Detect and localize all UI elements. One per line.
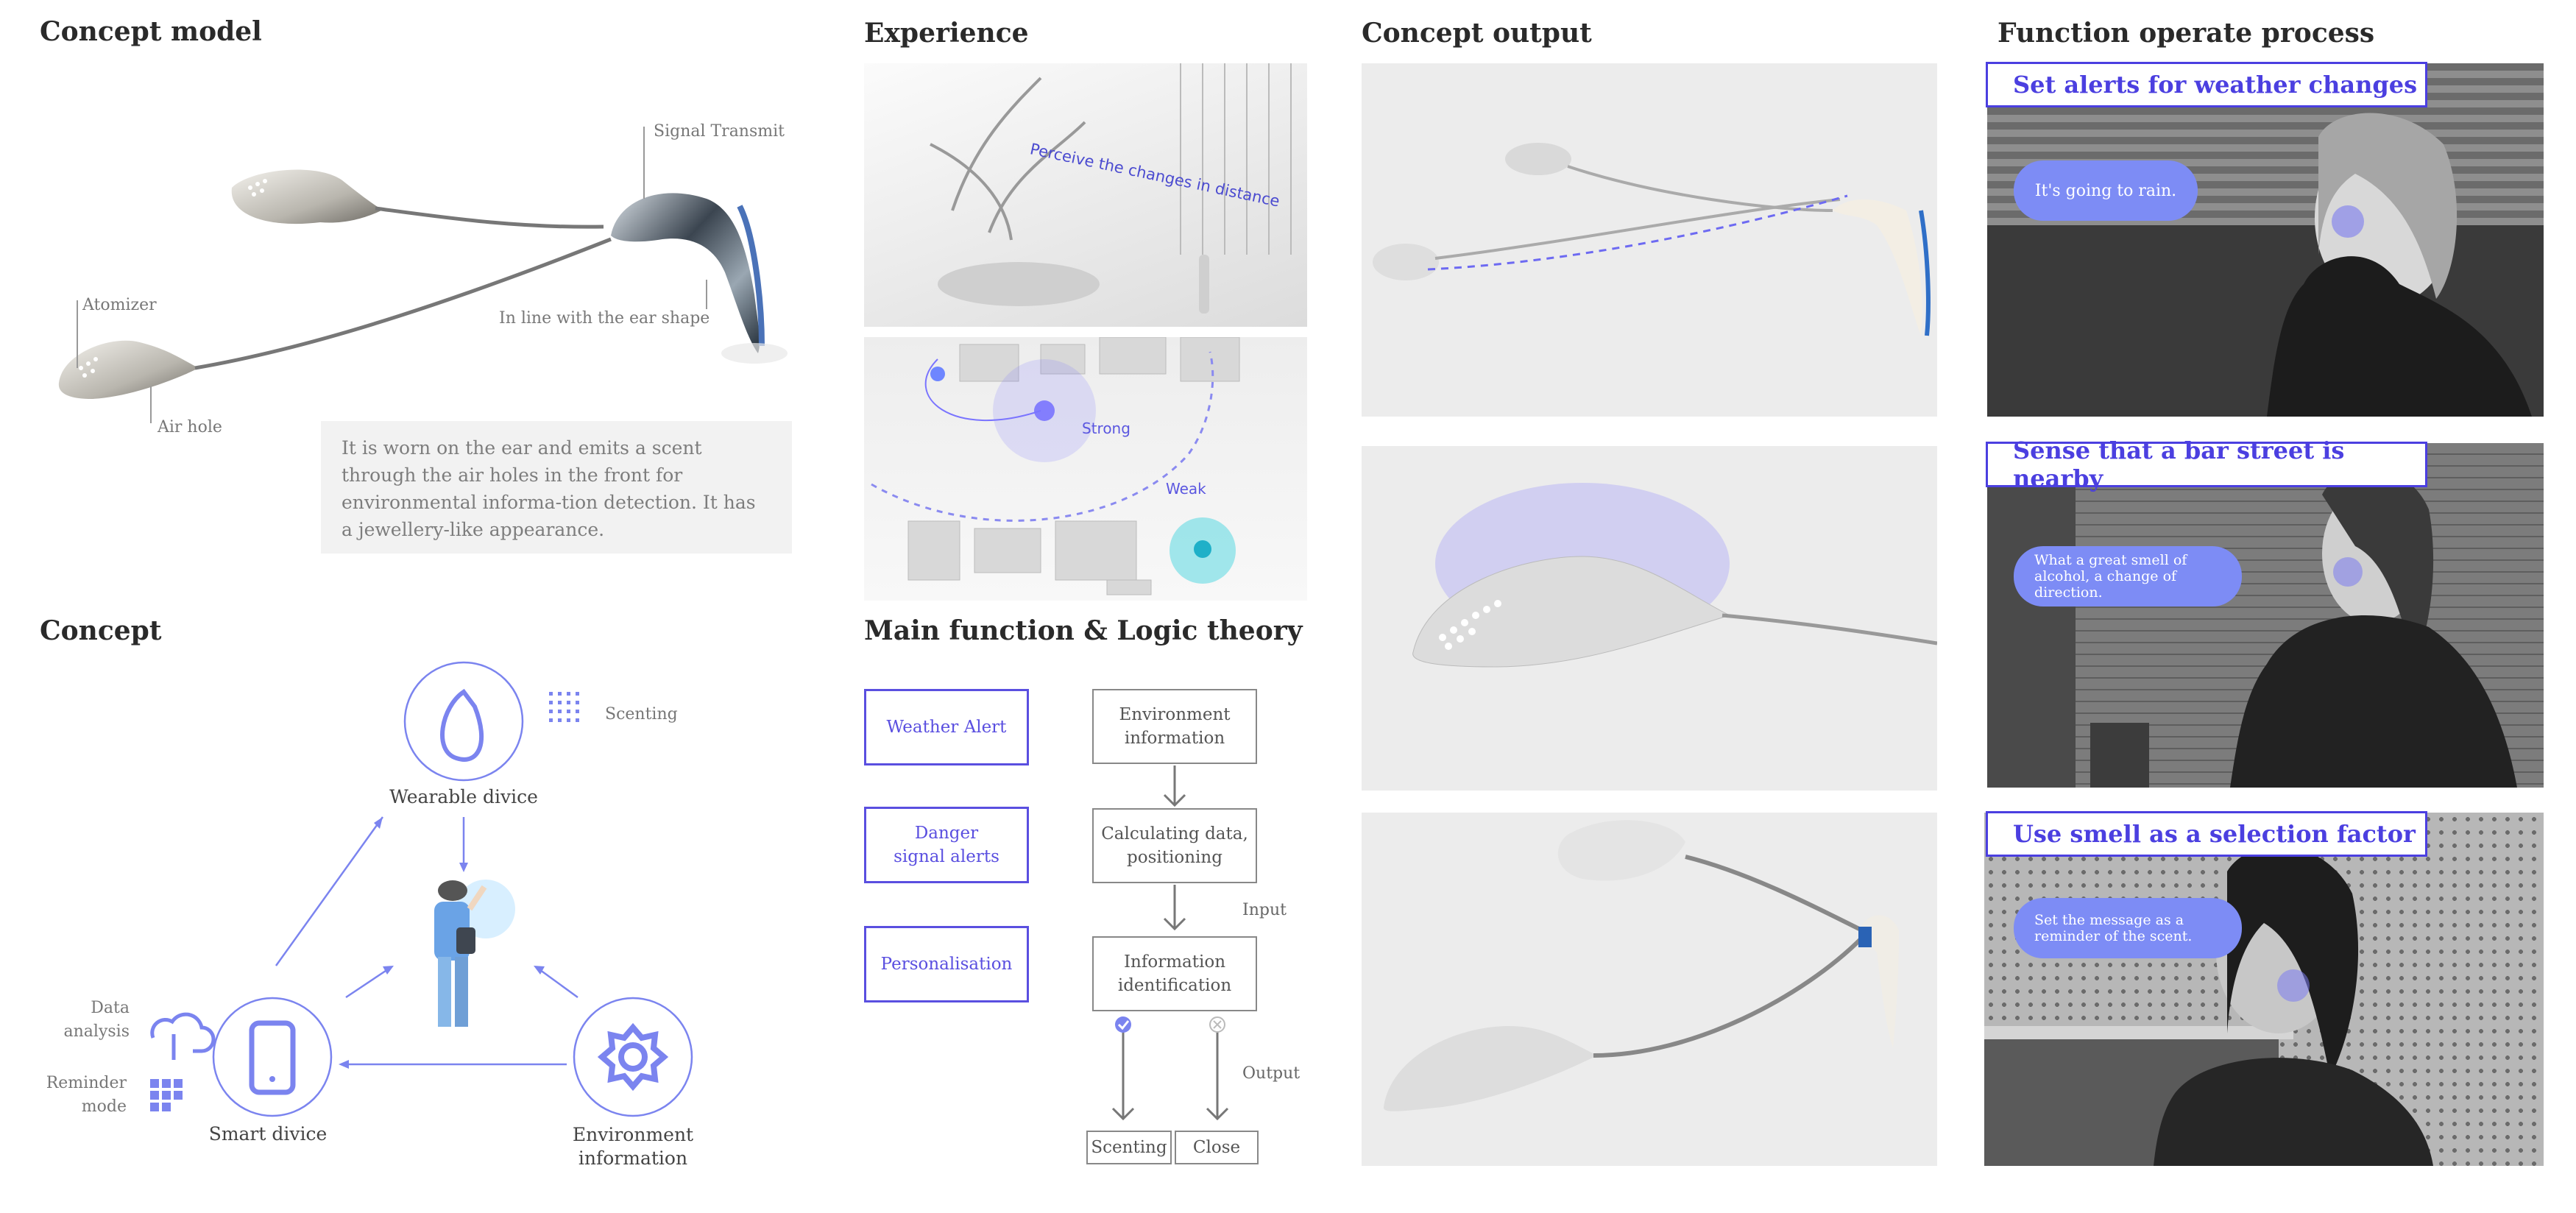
label-signal-transmit: Signal Transmit — [654, 122, 785, 141]
process-bubble-1: It's going to rain. — [2014, 160, 2198, 221]
process-bubble-2: What a great smell of alcohol, a change … — [2014, 546, 2242, 606]
concept-diagram — [150, 661, 693, 1117]
info-id-box: Information identification — [1092, 936, 1257, 1011]
output-image-3 — [1362, 813, 1937, 1166]
process-heading-2: Sense that a bar street is nearby — [1986, 436, 2427, 492]
output-label: Output — [1242, 1064, 1301, 1083]
person-figure — [434, 880, 515, 1027]
drop-icon — [440, 688, 484, 762]
experience-map-image: Strong Weak — [864, 337, 1307, 601]
label-in-line: In line with the ear shape — [499, 309, 710, 328]
personalisation-box: Personalisation — [864, 926, 1029, 1002]
main-function-title: Main function & Logic theory — [864, 615, 1303, 646]
close-box: Close — [1175, 1131, 1259, 1164]
data-analysis-label: Data analysis — [63, 999, 130, 1041]
phone-icon — [249, 1020, 296, 1095]
danger-alert-box: Danger signal alerts — [864, 807, 1029, 883]
output-image-2 — [1362, 446, 1937, 791]
strong-label: Strong — [1082, 420, 1130, 437]
check-icon — [1115, 1016, 1131, 1033]
experience-title: Experience — [864, 18, 1029, 49]
scenting-box: Scenting — [1086, 1131, 1172, 1164]
scenting-dots-icon — [549, 692, 579, 722]
concept-output-title: Concept output — [1362, 18, 1592, 49]
env-info-box: Environment information — [1092, 689, 1257, 764]
scenting-label: Scenting — [605, 705, 678, 724]
logic-arrows — [1111, 765, 1229, 1121]
process-heading-3: Use smell as a selection factor — [1986, 811, 2427, 857]
process-bubble-3: Set the message as a reminder of the sce… — [2014, 898, 2242, 958]
calc-box: Calculating data, positioning — [1092, 808, 1257, 883]
label-air-hole: Air hole — [158, 418, 222, 436]
gear-icon — [597, 1022, 669, 1092]
environment-label: Environment information — [572, 1124, 694, 1169]
model-description: It is worn on the ear and emits a scent … — [321, 421, 792, 554]
device-model-illustration — [58, 127, 788, 423]
output-image-1 — [1362, 63, 1937, 417]
label-atomizer: Atomizer — [82, 296, 157, 314]
grid-icon — [150, 1079, 183, 1111]
reminder-mode-label: Reminder mode — [46, 1074, 127, 1116]
process-photo-3 — [1984, 813, 2544, 1166]
cloud-upload-icon — [150, 1012, 216, 1053]
process-heading-1: Set alerts for weather changes — [1986, 62, 2427, 107]
weak-label: Weak — [1166, 480, 1206, 498]
wearable-label: Wearable divice — [389, 786, 538, 807]
experience-scene-image: Perceive the changes in distance — [864, 63, 1307, 327]
concept-model-title: Concept model — [40, 16, 262, 47]
smart-device-label: Smart divice — [208, 1123, 328, 1145]
function-process-title: Function operate process — [1998, 18, 2375, 49]
weather-alert-box: Weather Alert — [864, 689, 1029, 765]
concept-title: Concept — [40, 615, 162, 646]
process-photo-2 — [1987, 443, 2544, 788]
process-photo-1 — [1987, 63, 2544, 417]
input-label: Input — [1242, 901, 1287, 919]
